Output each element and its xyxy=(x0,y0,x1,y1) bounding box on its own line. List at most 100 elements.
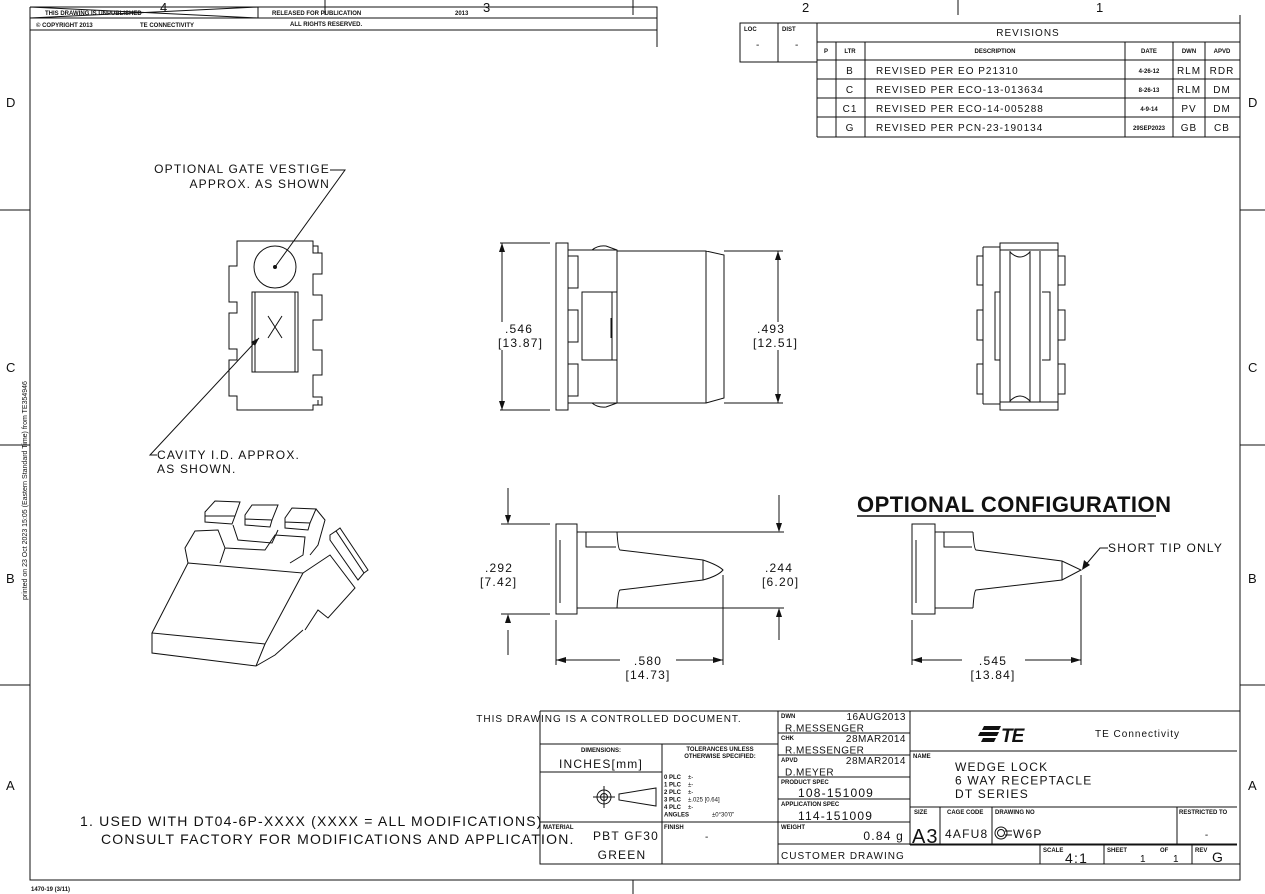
weight-value: 0.84 g xyxy=(863,829,904,843)
finish-value: - xyxy=(705,832,709,843)
col-header: P xyxy=(824,49,828,55)
drawing-no: W6P xyxy=(1013,827,1043,841)
dim-292: .292 xyxy=(485,561,513,575)
gate-vestige-callout-2: APPROX. AS SHOWN xyxy=(189,177,330,191)
dwn-label: DWN xyxy=(781,714,795,720)
name-label: NAME xyxy=(913,754,931,760)
dimensions-label: DIMENSIONS: xyxy=(581,748,621,754)
rev-apvd: RDR xyxy=(1210,66,1235,77)
loc-value: - xyxy=(756,40,760,51)
dim-580: .580 xyxy=(634,654,662,668)
c-prefix-icon xyxy=(994,826,1012,840)
part-name-1: WEDGE LOCK xyxy=(955,760,1048,774)
rights-reserved: ALL RIGHTS RESERVED. xyxy=(290,22,362,28)
rev-date: 4-9-14 xyxy=(1140,107,1158,113)
general-notes: 1. USED WITH DT04-6P-XXXX (XXXX = ALL MO… xyxy=(80,813,575,847)
apvd-label: APVD xyxy=(781,758,798,764)
dwn-date: 16AUG2013 xyxy=(846,712,906,723)
product-spec: 108-151009 xyxy=(798,786,874,800)
rev-dwn: GB xyxy=(1181,123,1197,134)
dim-545-mm: [13.84] xyxy=(970,668,1015,682)
rev-desc: REVISED PER PCN-23-190134 xyxy=(876,123,1043,134)
product-spec-label: PRODUCT SPEC xyxy=(781,780,829,786)
of-label: OF xyxy=(1160,848,1169,854)
tolerance-list: 0 PLC ±- 1 PLC ±- 2 PLC ±- 3 PLC ±.025 [… xyxy=(664,775,734,819)
col-header: DESCRIPTION xyxy=(974,49,1015,55)
customer-drawing: CUSTOMER DRAWING xyxy=(781,851,905,862)
rev-date: 4-26-12 xyxy=(1139,69,1160,75)
tolerance-value: ±- xyxy=(688,783,693,789)
revision-row: G REVISED PER PCN-23-190134 29SEP2023 GB… xyxy=(846,123,1230,134)
rev-label: REV xyxy=(1195,848,1207,854)
tolerance-value: ±0°30'0" xyxy=(712,813,734,819)
application-spec: 114-151009 xyxy=(798,809,873,823)
dim-244-mm: [6.20] xyxy=(762,575,799,589)
cavity-id-callout: CAVITY I.D. APPROX. xyxy=(157,448,300,462)
dist-label: DIST xyxy=(782,27,796,33)
application-spec-label: APPLICATION SPEC xyxy=(781,802,840,808)
dim-244: .244 xyxy=(765,561,793,575)
loc-dist-box: LOC DIST - - xyxy=(739,22,818,63)
rev-ltr: B xyxy=(846,66,854,77)
dim-546-mm: [13.87] xyxy=(498,336,543,350)
dwn-name: R.MESSENGER xyxy=(785,724,864,735)
col-header: LTR xyxy=(844,49,856,55)
revision-row: B REVISED PER EO P21310 4-26-12 RLM RDR xyxy=(846,66,1235,77)
material-value: PBT GF30 xyxy=(593,829,659,843)
zone-label-left: A xyxy=(6,778,15,793)
apvd-name: D.MEYER xyxy=(785,768,834,779)
cage-code-label: CAGE CODE xyxy=(947,810,983,816)
size-value: A3 xyxy=(912,826,938,848)
rev-apvd: DM xyxy=(1213,85,1231,96)
part-name-2: 6 WAY RECEPTACLE xyxy=(955,774,1092,788)
dim-493: .493 xyxy=(757,322,785,336)
scale-label: SCALE xyxy=(1043,848,1063,854)
dim-580-mm: [14.73] xyxy=(625,668,670,682)
tolerance-value: ±- xyxy=(688,775,693,781)
sheet-label: SHEET xyxy=(1107,848,1127,854)
of-value: 1 xyxy=(1173,854,1180,865)
print-stamp: printed on 23 Oct 2023 15:05 (Eastern St… xyxy=(22,381,29,600)
zone-label-right: D xyxy=(1248,95,1257,110)
dist-value: - xyxy=(795,40,799,51)
zone-label-right: B xyxy=(1248,571,1257,586)
zone-label-left: C xyxy=(6,360,15,375)
rev-desc: REVISED PER ECO-13-013634 xyxy=(876,85,1044,96)
tolerance-value: ±- xyxy=(688,790,693,796)
tolerances-heading-2: OTHERWISE SPECIFIED: xyxy=(684,754,756,760)
rev-ltr: C1 xyxy=(843,104,858,115)
rev-desc: REVISED PER ECO-14-005288 xyxy=(876,104,1044,115)
material-color: GREEN xyxy=(598,848,647,862)
rev-value: G xyxy=(1212,849,1224,865)
rev-date: 8-26-13 xyxy=(1139,88,1160,94)
note-1-cont: CONSULT FACTORY FOR MODIFICATIONS AND AP… xyxy=(101,831,575,847)
dim-292-mm: [7.42] xyxy=(480,575,517,589)
optional-configuration-title: OPTIONAL CONFIGURATION xyxy=(857,492,1172,517)
cavity-id-callout-2: AS SHOWN. xyxy=(157,462,236,476)
rev-apvd: CB xyxy=(1214,123,1230,134)
zone-label-right: A xyxy=(1248,778,1257,793)
rev-dwn: PV xyxy=(1181,104,1196,115)
copyright: © COPYRIGHT 2013 xyxy=(36,22,93,29)
drawing-no-label: DRAWING NO xyxy=(995,810,1035,816)
tolerance-key: ANGLES xyxy=(664,813,689,819)
zone-label-top: 1 xyxy=(1096,0,1103,15)
part-name-3: DT SERIES xyxy=(955,787,1029,801)
projection-symbol-icon xyxy=(593,786,657,808)
released-year: 2013 xyxy=(455,11,469,17)
te-logo: TE xyxy=(978,726,1027,747)
apvd-date: 28MAR2014 xyxy=(846,756,906,767)
rev-apvd: DM xyxy=(1213,104,1231,115)
dim-493-mm: [12.51] xyxy=(753,336,798,350)
tolerance-key: 3 PLC xyxy=(664,798,682,804)
chk-label: CHK xyxy=(781,736,795,742)
zone-label-left: B xyxy=(6,571,15,586)
front-view: OPTIONAL GATE VESTIGE APPROX. AS SHOWN C… xyxy=(148,162,346,476)
zone-label-right: C xyxy=(1248,360,1257,375)
dim-546: .546 xyxy=(505,322,533,336)
right-view xyxy=(976,242,1066,411)
rev-desc: REVISED PER EO P21310 xyxy=(876,66,1019,77)
revisions-table: REVISIONS P LTR DESCRIPTION DATE DWN APV… xyxy=(816,22,1240,138)
revision-row: C1 REVISED PER ECO-14-005288 4-9-14 PV D… xyxy=(843,104,1231,115)
te-logo-text: TE xyxy=(1001,726,1026,747)
